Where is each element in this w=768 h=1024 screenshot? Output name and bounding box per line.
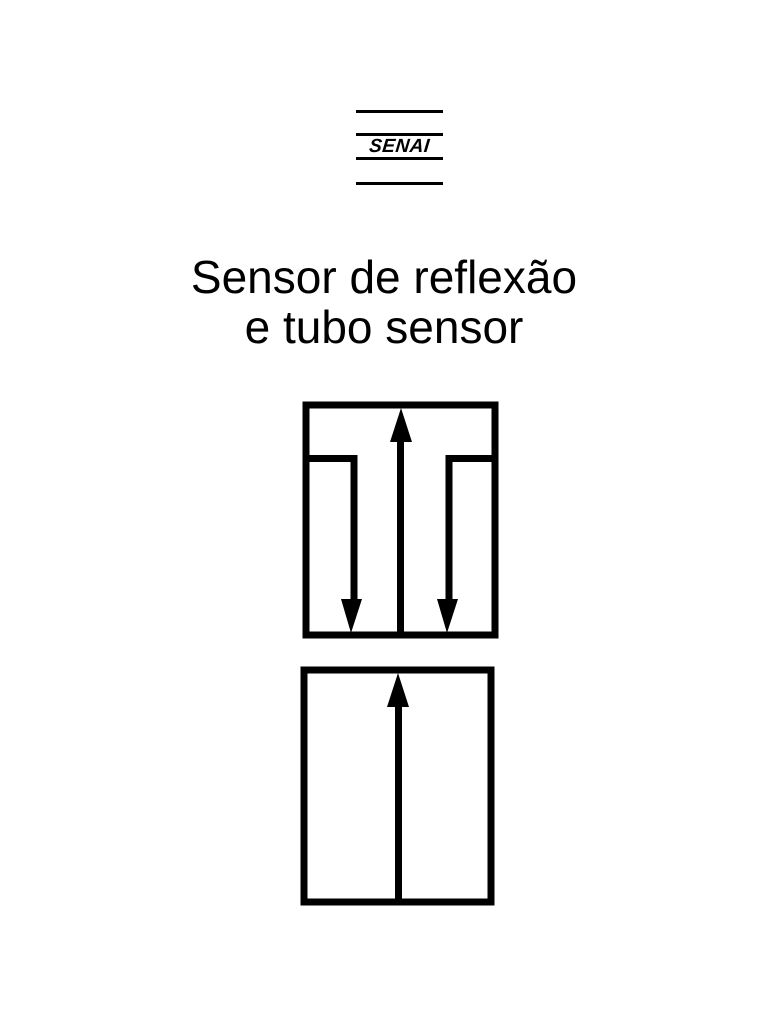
down-arrow-icon <box>437 599 458 633</box>
title-line-1: Sensor de reflexão <box>190 251 578 303</box>
up-arrow-icon <box>387 673 409 707</box>
tube-arrow-shaft <box>395 705 402 902</box>
tube-sensor-symbol <box>300 666 495 906</box>
reflection-sensor-symbol <box>302 401 499 639</box>
left-channel <box>306 455 358 600</box>
page-title: Sensor de reflexão e tubo sensor <box>0 252 768 352</box>
senai-logo: SENAI <box>356 108 443 188</box>
right-channel <box>445 455 495 600</box>
logo-rule-lower <box>356 157 443 160</box>
title-line-2: e tubo sensor <box>244 301 524 353</box>
logo-rule-bottom <box>356 182 443 185</box>
logo-rule-upper <box>356 133 443 136</box>
down-arrow-icon <box>341 599 362 633</box>
up-arrow-icon <box>390 408 412 442</box>
logo-rule-top <box>356 110 443 113</box>
center-arrow-shaft <box>397 438 404 635</box>
